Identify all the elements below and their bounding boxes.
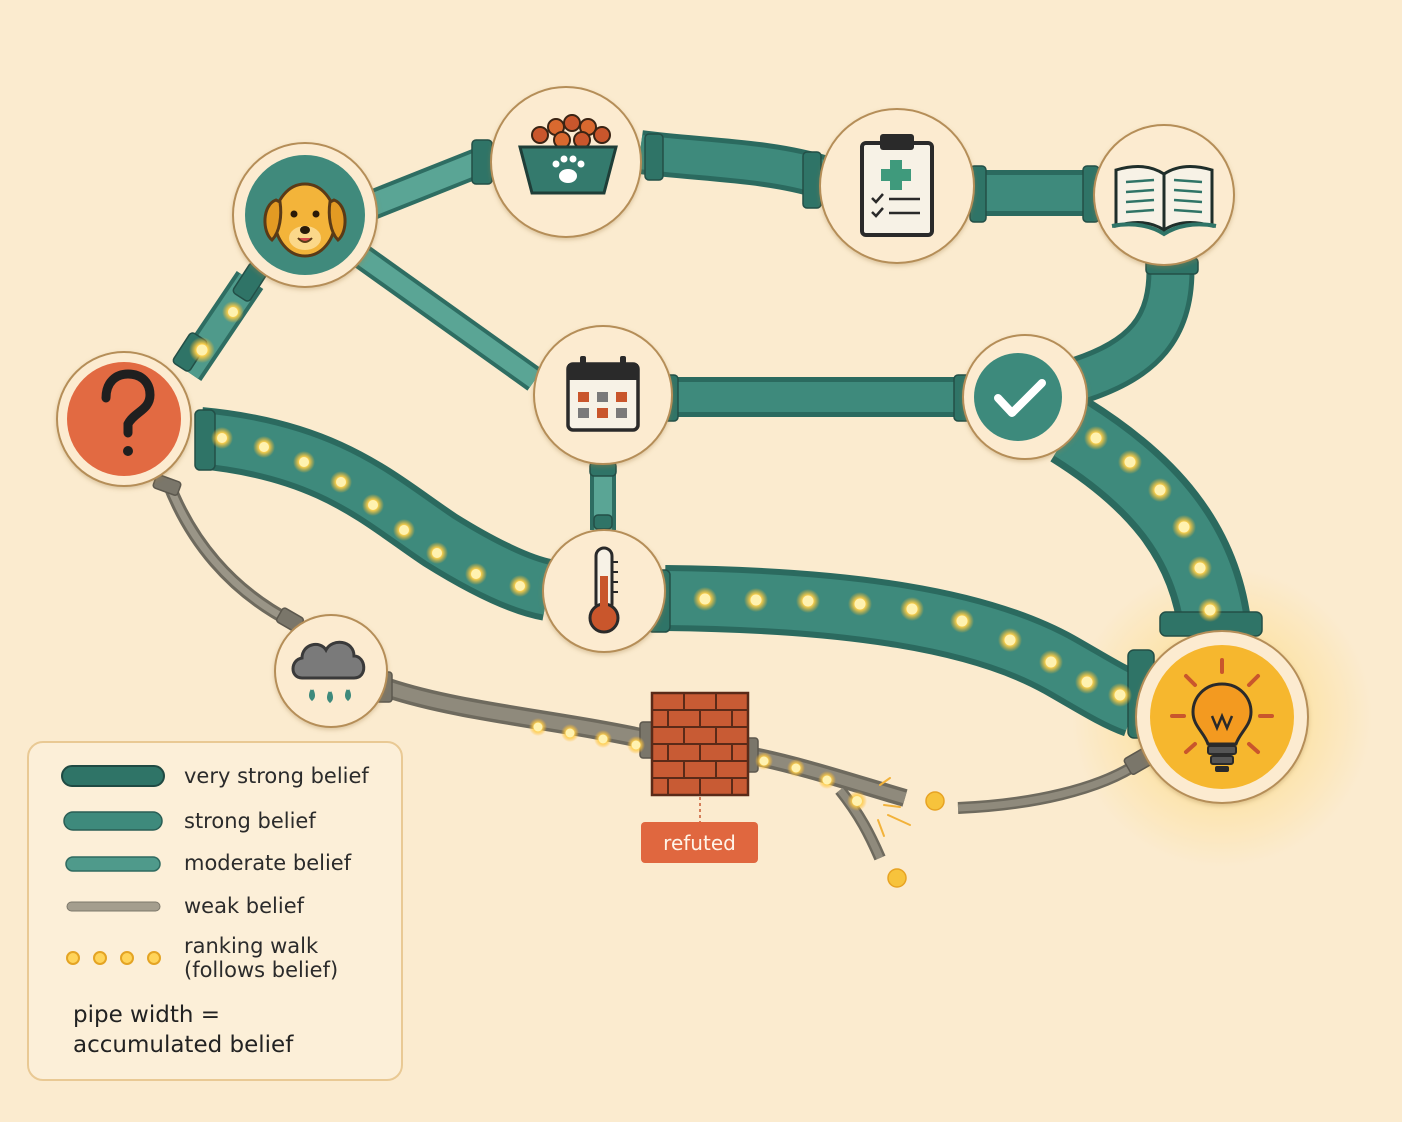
break-sparks (877, 777, 911, 837)
pipe-weak-question-rain (161, 479, 295, 628)
legend-label-moderate: moderate belief (184, 851, 352, 875)
open-book-icon (1111, 165, 1217, 237)
lightbulb-icon (1170, 658, 1274, 772)
medical-clipboard-icon (860, 134, 934, 237)
legend-label-weak: weak belief (184, 894, 305, 918)
dog-icon (263, 182, 347, 258)
legend-label-ranking-walk: ranking walk (follows belief) (184, 934, 339, 982)
checkmark-icon (994, 379, 1046, 417)
legend-label-strong: strong belief (184, 809, 316, 833)
refuted-label: refuted (641, 822, 758, 863)
legend-note: pipe width = accumulated belief (73, 1002, 294, 1058)
question-mark-icon (101, 369, 155, 456)
legend-label-very-strong: very strong belief (184, 764, 369, 788)
brick-wall-icon (650, 691, 750, 797)
pet-food-bowl-icon (518, 114, 618, 195)
rain-cloud-icon (291, 640, 366, 704)
calendar-icon (566, 356, 640, 432)
ranking-walk-dots (189, 301, 1222, 888)
node-question (56, 351, 192, 487)
thermometer-icon (588, 546, 620, 634)
